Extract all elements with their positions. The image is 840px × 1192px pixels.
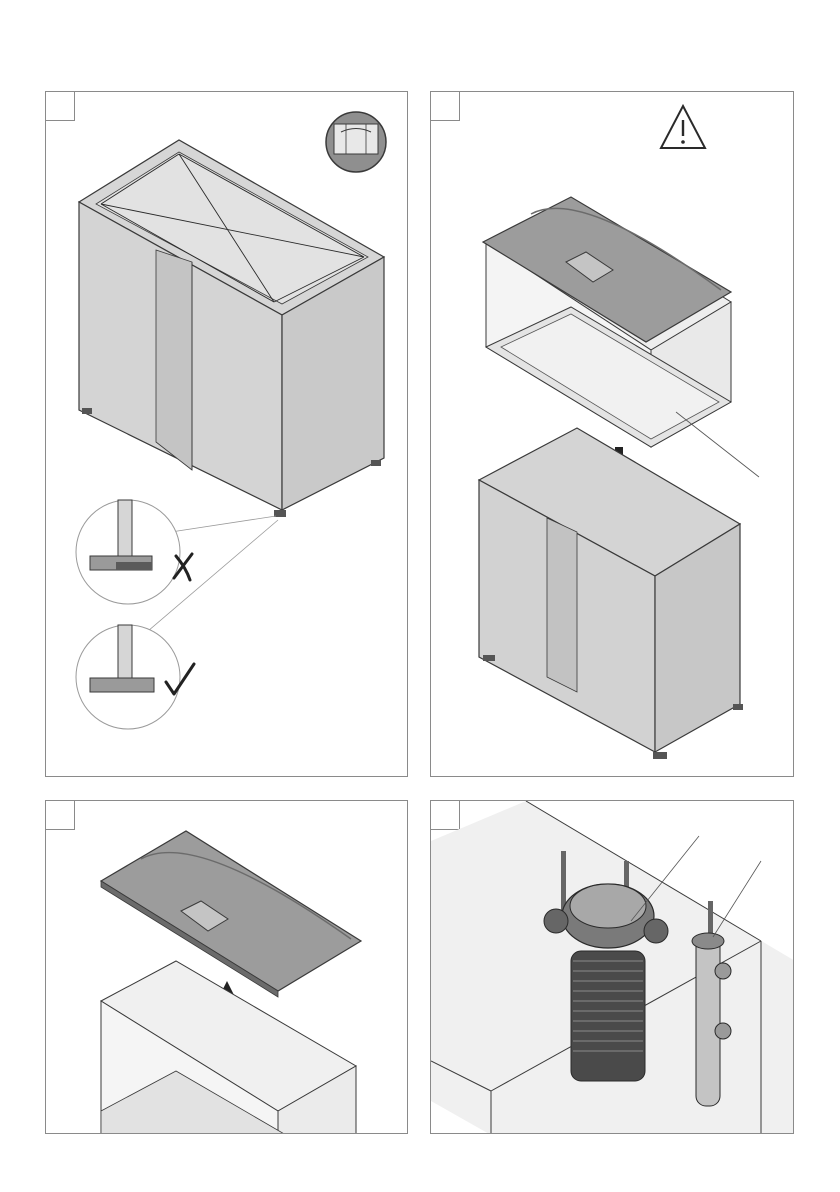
panel-stand-level	[45, 91, 408, 777]
cabinet	[79, 140, 384, 517]
aquarium	[483, 197, 731, 447]
foot-detail-incorrect	[76, 500, 180, 604]
aquarium-cover	[101, 831, 361, 997]
panel-filter-heater	[430, 800, 794, 1134]
filter-heater-illustration	[431, 801, 794, 1134]
stand-level-illustration	[46, 92, 408, 777]
panel-aquarium-placement	[430, 91, 794, 777]
cabinet	[479, 428, 743, 759]
panel-cover-removal	[45, 800, 408, 1134]
warning-triangle-icon	[661, 106, 705, 148]
spirit-level-icon	[326, 112, 386, 172]
aquarium-placement-illustration	[431, 92, 794, 777]
cover-removal-illustration	[46, 801, 408, 1134]
foot-detail-correct	[76, 625, 180, 729]
